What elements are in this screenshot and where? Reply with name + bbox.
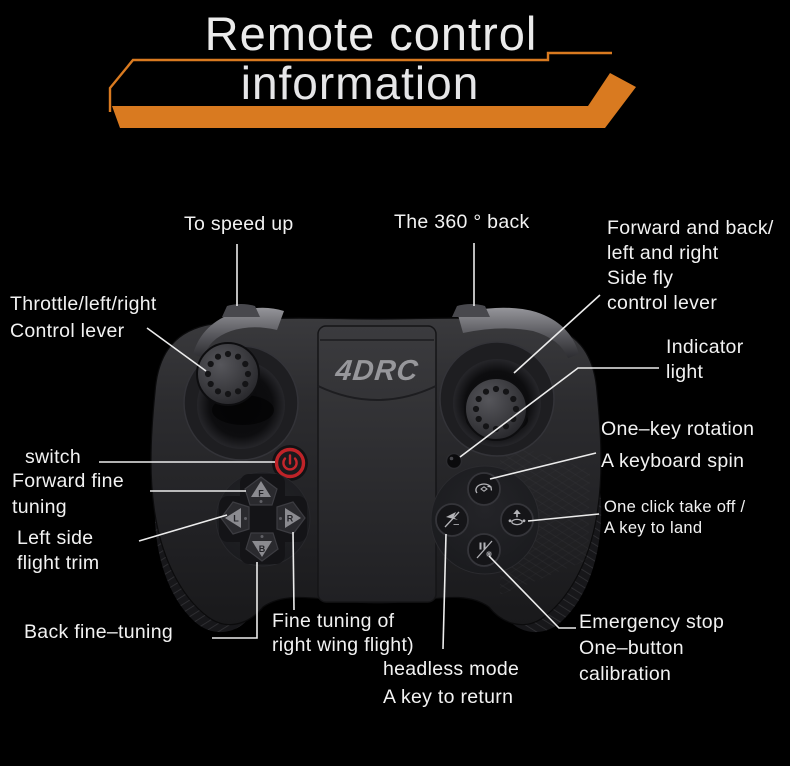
- power-icon: [282, 454, 298, 471]
- page-title-line1: Remote control: [204, 7, 538, 60]
- right-stick-grip-dots: [472, 385, 520, 433]
- label-one-key-rotation: One–key rotation A keyboard spin: [601, 418, 755, 472]
- brand-logo: 4DRC: [333, 355, 420, 387]
- label-forward-back-side-fly: Forward and back/ left and right Side fl…: [607, 217, 774, 314]
- label-360-back: The 360 ° back: [394, 211, 530, 233]
- headless-mode-button: [435, 503, 469, 537]
- leader-indicator: [459, 367, 659, 458]
- dpad-down-letter: B: [259, 544, 266, 554]
- dpad-left-button: L: [220, 501, 250, 535]
- leader-fine-tuning-right: [292, 531, 295, 611]
- label-emergency-stop: Emergency stop One–button calibration: [579, 611, 725, 685]
- dpad-cluster: F L R B: [215, 471, 311, 567]
- rotation-button: [467, 472, 501, 506]
- label-switch: switch: [25, 446, 81, 468]
- dpad-down-button: B: [245, 532, 279, 562]
- takeoff-land-icon: [508, 509, 526, 526]
- left-shoulder-bump: [222, 304, 260, 317]
- leader-emergency: [488, 555, 576, 629]
- left-shoulder: [193, 304, 284, 358]
- label-headless-mode: headless mode A key to return: [383, 658, 520, 708]
- title-frame: [108, 51, 636, 128]
- title-frame-bar: [112, 73, 636, 128]
- label-to-speed-up: To speed up: [184, 213, 294, 235]
- right-joystick: [439, 341, 555, 457]
- label-one-click-takeoff: One click take off / A key to land: [604, 498, 746, 537]
- function-cluster: [430, 465, 540, 575]
- center-panel: 4DRC: [317, 325, 437, 603]
- dpad-up-letter: F: [258, 489, 264, 499]
- leader-headless: [442, 533, 447, 650]
- leader-left-side-trim: [138, 514, 228, 542]
- dpad-right-letter: R: [287, 514, 294, 524]
- leader-side-fly: [513, 294, 601, 374]
- left-stick-grip-dots: [204, 350, 252, 398]
- dpad-right-button: R: [276, 501, 306, 535]
- power-button: [272, 445, 308, 481]
- label-fine-tuning-right-wing: Fine tuning of right wing flight): [272, 610, 414, 656]
- rotation-icon: [475, 483, 493, 494]
- right-shoulder: [452, 304, 579, 358]
- label-forward-fine-tuning: Forward fine tuning: [12, 470, 124, 518]
- takeoff-land-button: [500, 503, 534, 537]
- label-indicator-light: Indicator light: [666, 336, 744, 383]
- leader-back-fine: [212, 562, 258, 639]
- left-joystick: [183, 342, 299, 461]
- indicator-light: [445, 452, 463, 470]
- dpad-up-button: F: [244, 476, 278, 506]
- dpad-left-letter: L: [233, 514, 239, 524]
- label-back-fine-tuning: Back fine–tuning: [24, 621, 173, 643]
- leader-lines: [99, 243, 659, 650]
- emergency-stop-button: [467, 533, 501, 567]
- headless-mode-icon: [444, 511, 460, 528]
- right-shoulder-bump: [452, 304, 490, 317]
- label-throttle: Throttle/left/right Control lever: [10, 293, 157, 342]
- label-left-side-flight-trim: Left side flight trim: [17, 527, 100, 574]
- title-frame-outline: [108, 51, 612, 112]
- leader-throttle: [146, 327, 207, 372]
- leader-one-key-rotation: [489, 452, 597, 480]
- page-title-line2: information: [240, 57, 480, 109]
- leader-one-click-takeoff: [527, 513, 600, 522]
